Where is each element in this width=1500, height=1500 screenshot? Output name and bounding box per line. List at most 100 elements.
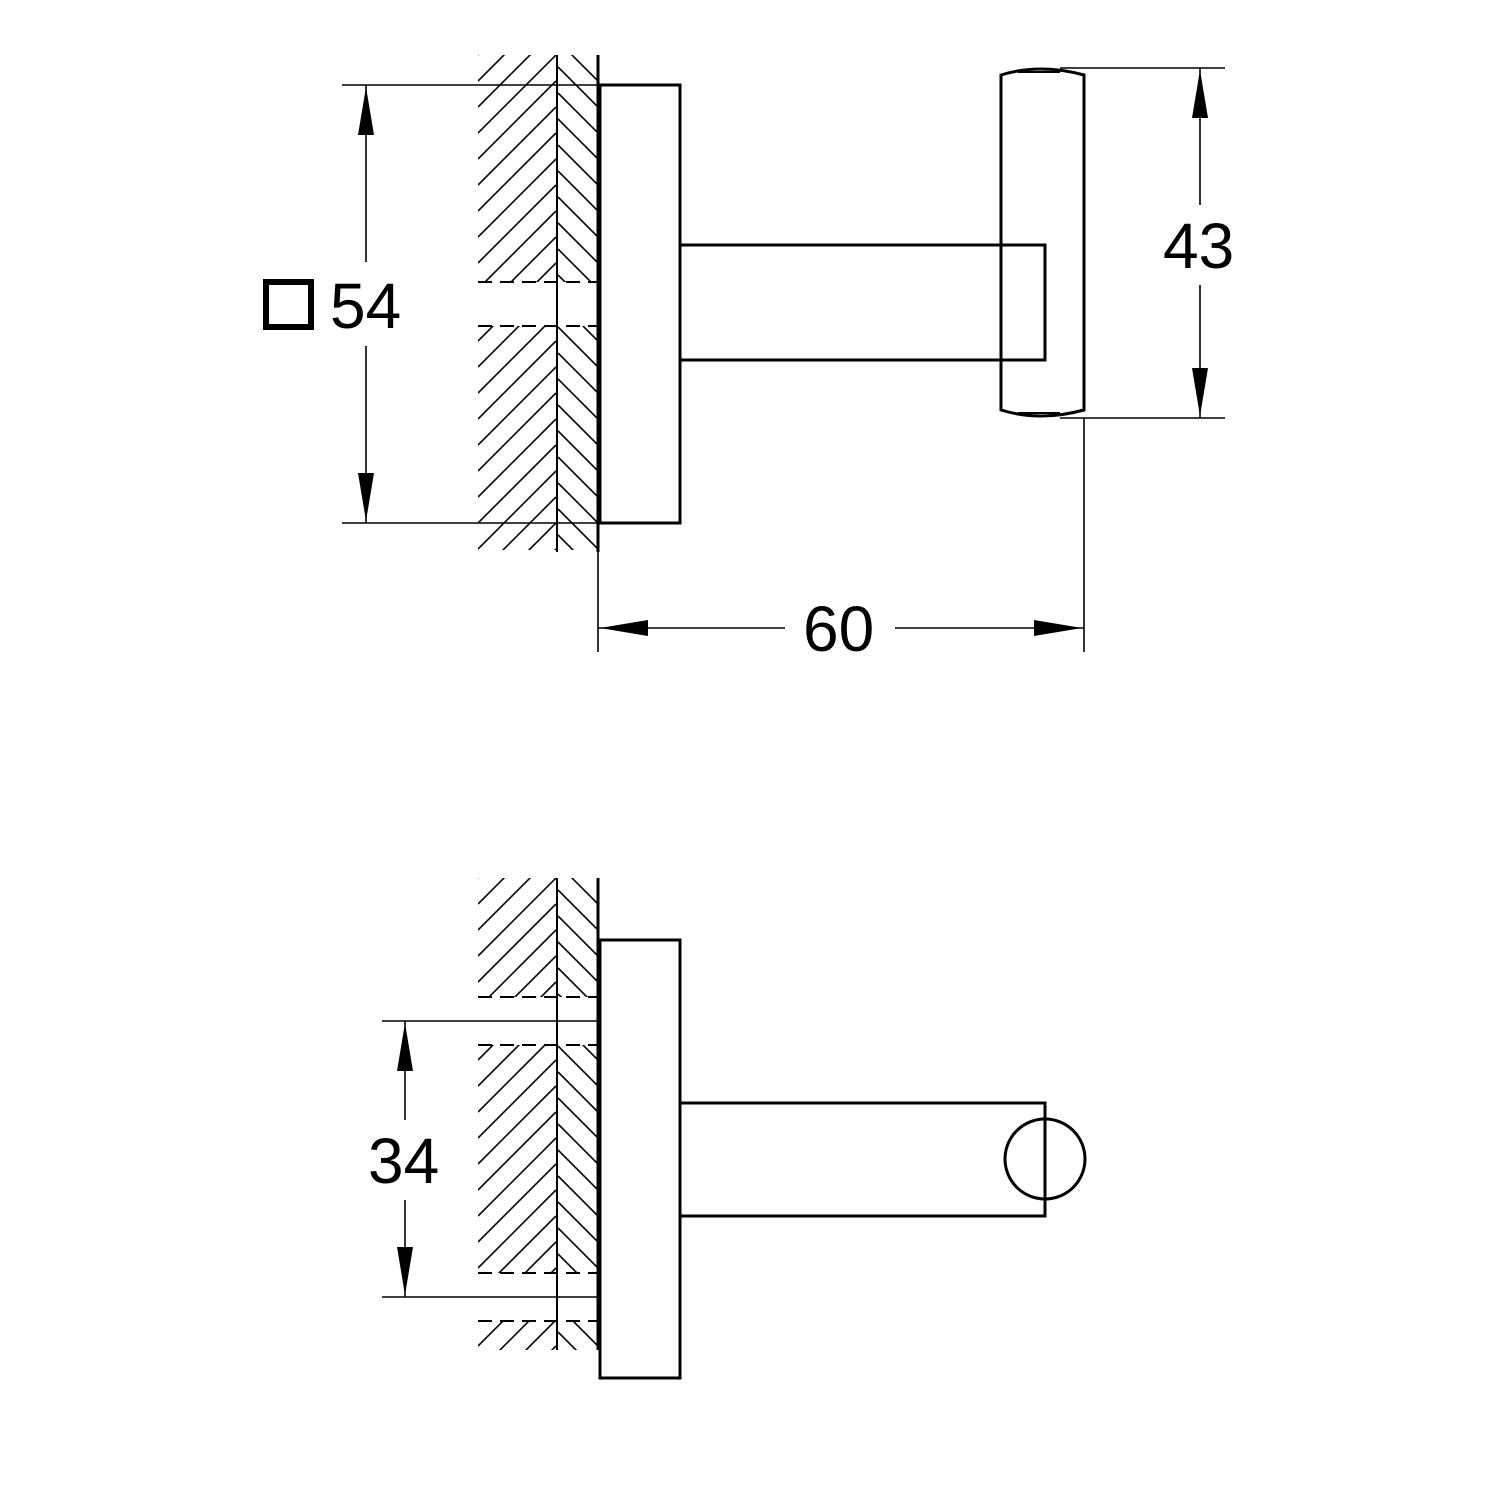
hatch-line bbox=[478, 653, 556, 731]
hatch-line bbox=[478, 1189, 556, 1269]
hatch-line bbox=[558, 196, 598, 238]
hatch-line bbox=[558, 352, 598, 394]
hatch-line bbox=[478, 1372, 556, 1450]
wall-hatch-outer bbox=[478, 0, 556, 731]
hatch-line bbox=[558, 0, 598, 29]
hatch-line bbox=[558, 508, 598, 550]
top-view: 34 bbox=[368, 774, 1087, 1500]
hatch-line bbox=[558, 1384, 598, 1424]
dim-34-label: 34 bbox=[368, 1125, 439, 1197]
hatch-line bbox=[478, 444, 556, 524]
screw-hole-gap bbox=[476, 282, 600, 326]
dim-43-arrow-bottom bbox=[1192, 368, 1208, 416]
hatch-line bbox=[478, 878, 506, 905]
hatch-line bbox=[558, 941, 598, 983]
hatch-line bbox=[558, 404, 598, 446]
hatch-line bbox=[558, 534, 575, 550]
hatch-line bbox=[558, 1149, 598, 1191]
hatch-line bbox=[478, 392, 556, 472]
hatch-line bbox=[558, 1097, 598, 1139]
hook-arm bbox=[680, 1101, 1047, 1218]
hatch-line bbox=[478, 575, 556, 653]
hatch-line bbox=[478, 418, 556, 498]
hatch-line bbox=[558, 482, 598, 524]
hatch-line bbox=[478, 55, 556, 134]
hatch-line bbox=[478, 55, 532, 108]
hatch-line bbox=[558, 1201, 598, 1243]
hatch-line bbox=[478, 184, 556, 264]
wall-hatch-inner bbox=[558, 878, 598, 1424]
hatch-line bbox=[478, 601, 556, 679]
hook-arm bbox=[680, 243, 1047, 362]
hatch-line bbox=[478, 340, 556, 420]
hatch-line bbox=[558, 1123, 598, 1165]
dim-60-arrow-right bbox=[1034, 620, 1082, 636]
hatch-line bbox=[558, 66, 598, 108]
dim-54-arrow-top bbox=[358, 87, 374, 135]
hook-cap bbox=[999, 67, 1086, 418]
hatch-line bbox=[596, 55, 598, 56]
hatch-line bbox=[558, 222, 598, 264]
hatch-line bbox=[478, 0, 556, 29]
hatch-line bbox=[478, 903, 556, 983]
hatch-line bbox=[558, 613, 598, 653]
hatch-line bbox=[558, 1331, 578, 1350]
hatch-line bbox=[478, 929, 556, 1009]
dim-34-arrow-top bbox=[397, 1023, 413, 1071]
hatch-line bbox=[550, 1345, 556, 1350]
hatch-line bbox=[553, 548, 556, 550]
hatch-line bbox=[558, 1045, 598, 1087]
hatch-line bbox=[478, 1424, 556, 1500]
hatch-line bbox=[558, 170, 598, 212]
base-plate bbox=[598, 83, 682, 525]
hatch-line bbox=[478, 1085, 556, 1165]
hatch-line bbox=[558, 1358, 598, 1398]
hatch-line bbox=[570, 55, 598, 82]
wall-hatch-outer bbox=[478, 774, 556, 1500]
hatch-line bbox=[558, 889, 598, 931]
hatch-line bbox=[558, 378, 598, 420]
hatch-line bbox=[558, 915, 598, 957]
hatch-line bbox=[558, 1227, 598, 1269]
dim-60-label: 60 bbox=[803, 593, 874, 665]
hatch-line bbox=[478, 774, 556, 852]
dim-54-label: 54 bbox=[330, 270, 401, 342]
hatch-line bbox=[478, 366, 556, 446]
hatch-line bbox=[478, 470, 556, 550]
hatch-line bbox=[501, 496, 556, 550]
hatch-line bbox=[478, 1033, 556, 1113]
hatch-line bbox=[478, 132, 556, 212]
hatch-line bbox=[478, 158, 556, 238]
hatch-line bbox=[478, 55, 480, 56]
dim-60-arrow-left bbox=[600, 620, 648, 636]
hatch-line bbox=[558, 326, 598, 368]
hatch-line bbox=[596, 878, 598, 879]
hatch-line bbox=[558, 430, 598, 472]
hatch-line bbox=[478, 106, 556, 186]
hatch-line bbox=[478, 55, 506, 82]
hatch-line bbox=[558, 456, 598, 498]
hatch-line bbox=[558, 118, 598, 160]
hatch-line bbox=[558, 1071, 598, 1113]
hatch-line bbox=[527, 522, 556, 550]
square-section-symbol bbox=[263, 279, 314, 330]
hatch-line bbox=[478, 1111, 556, 1191]
hatch-line bbox=[478, 878, 480, 879]
hatch-line bbox=[478, 878, 532, 931]
hatch-line bbox=[558, 92, 598, 134]
hatch-line bbox=[558, 587, 598, 627]
hatch-line bbox=[478, 80, 556, 160]
dim-43-label: 43 bbox=[1163, 210, 1234, 282]
hatch-line bbox=[478, 878, 556, 957]
hatch-line bbox=[478, 1059, 556, 1139]
hatch-line bbox=[478, 1450, 556, 1500]
dim-54-arrow-bottom bbox=[358, 473, 374, 521]
hatch-line bbox=[558, 561, 598, 601]
hatch-line bbox=[558, 1175, 598, 1217]
hatch-line bbox=[478, 1398, 556, 1476]
hatch-line bbox=[478, 1163, 556, 1243]
hatch-line bbox=[558, 144, 598, 186]
side-view: 54 43 60 bbox=[263, 0, 1234, 731]
hatch-line bbox=[478, 210, 556, 290]
